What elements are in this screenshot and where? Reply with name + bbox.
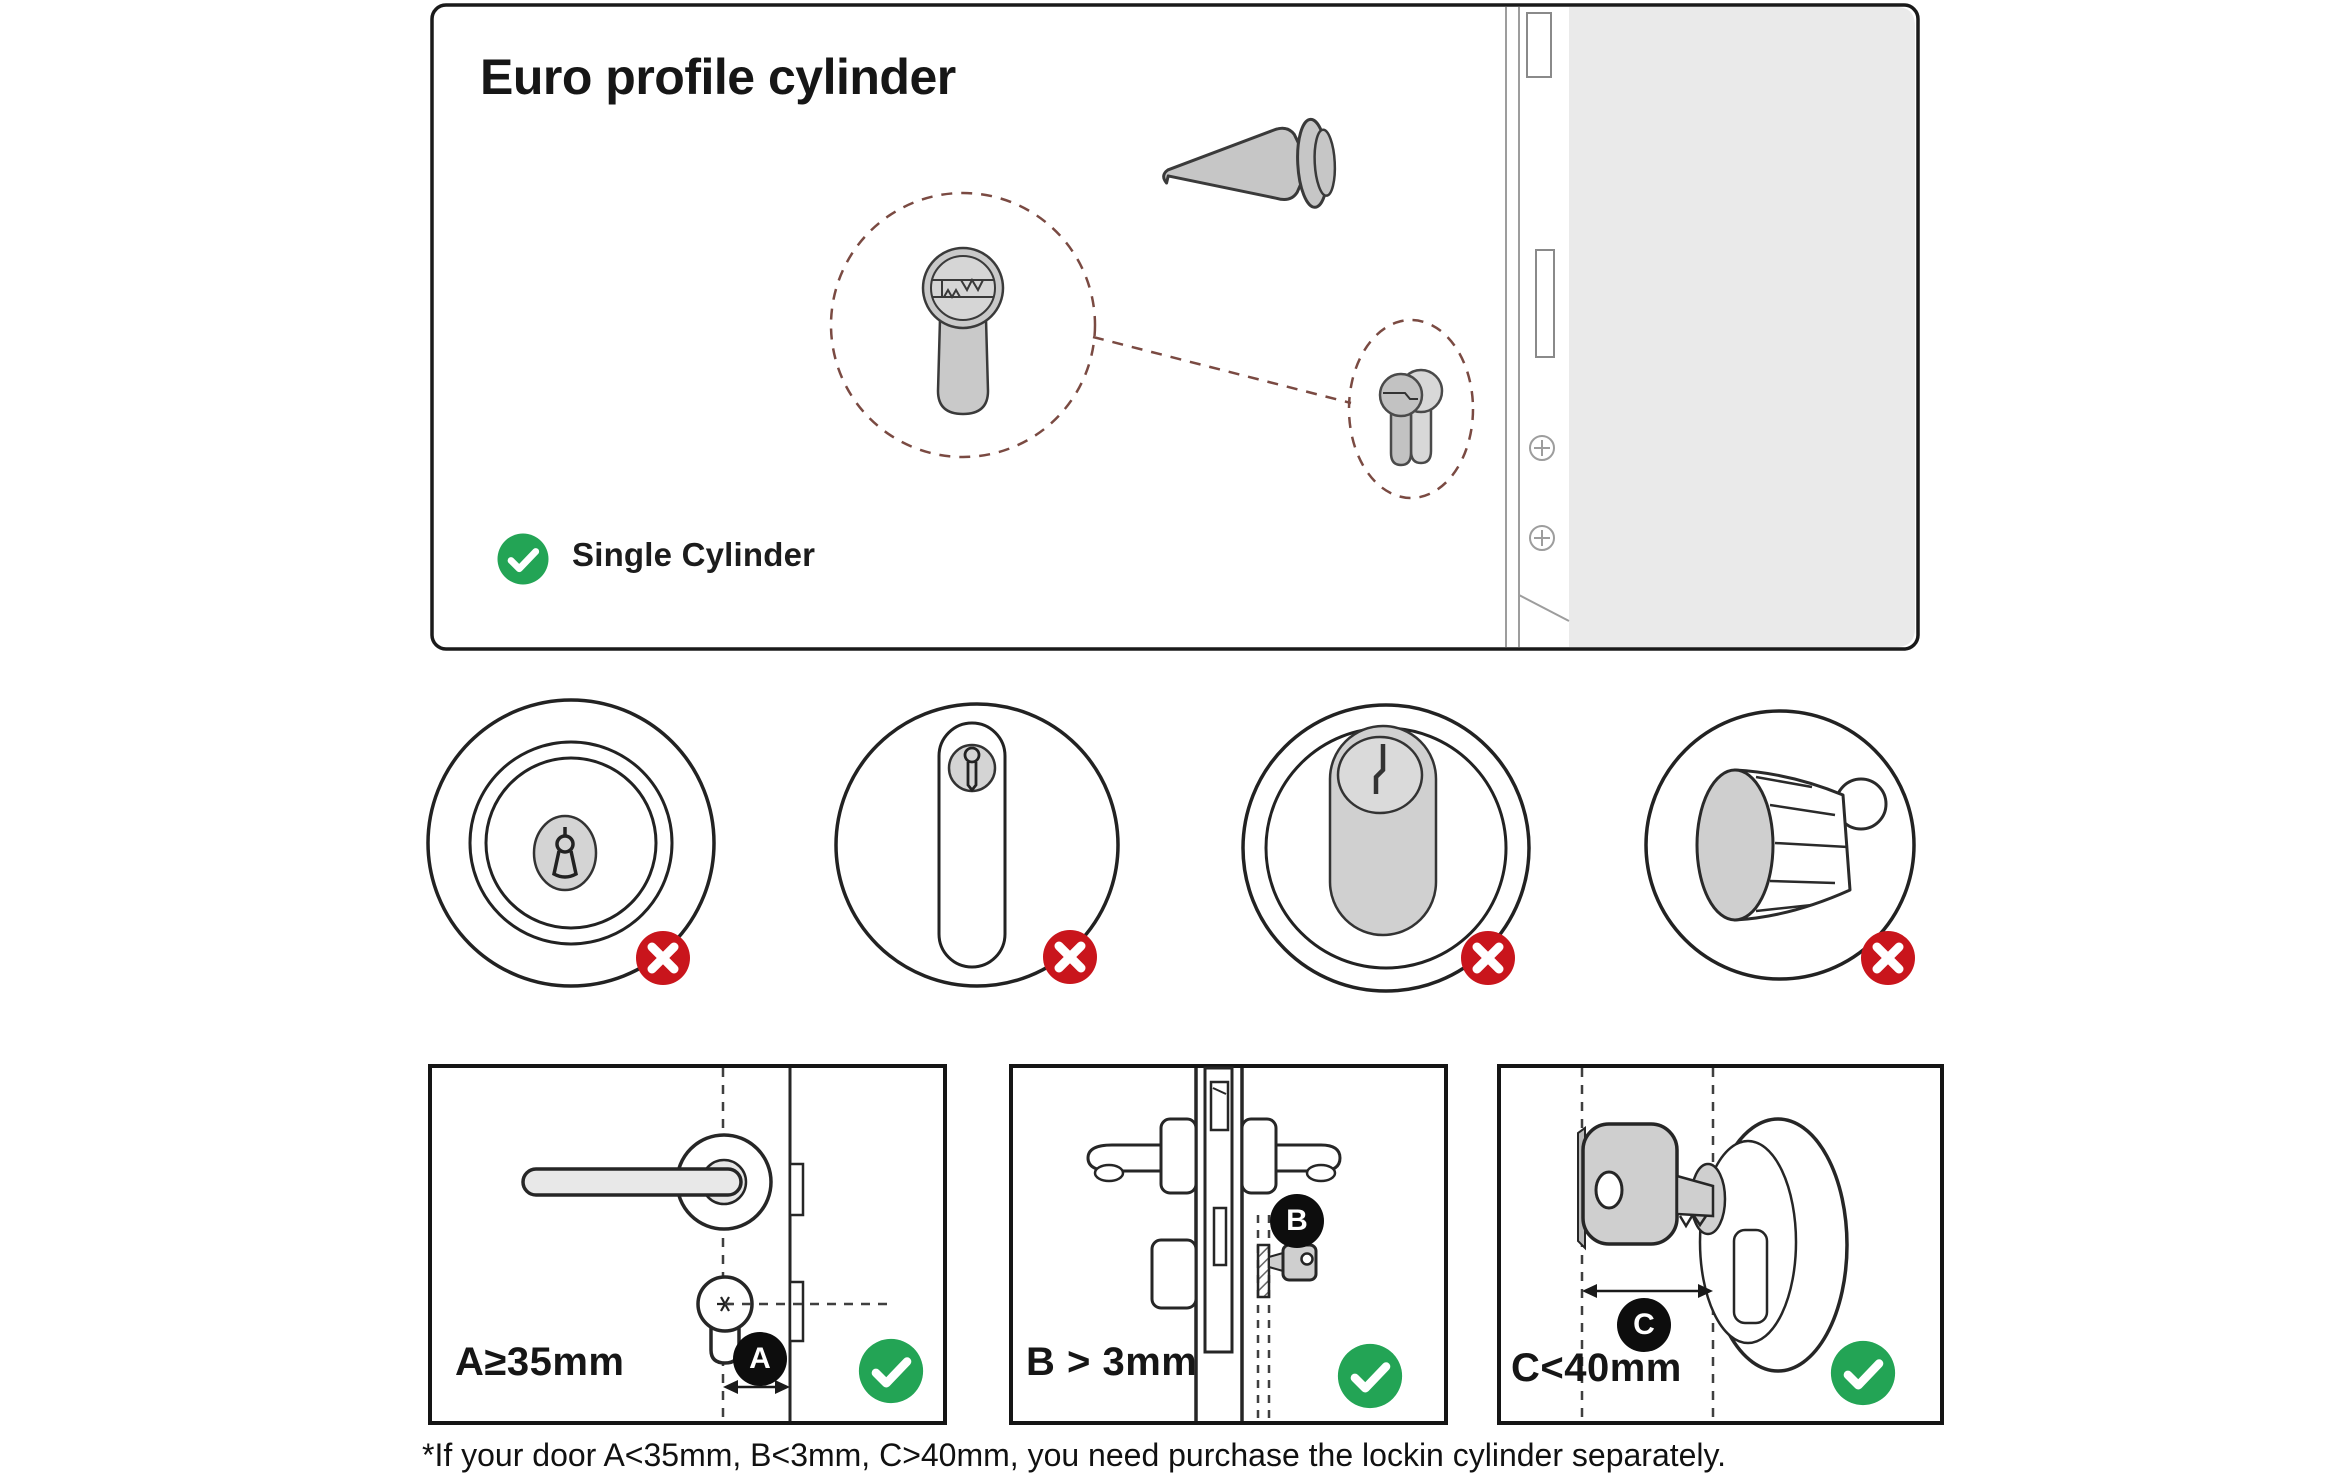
mini-dashed-ellipse	[1347, 318, 1475, 500]
label-c: C<40mm	[1511, 1346, 1682, 1390]
keyway-slot	[1373, 744, 1386, 794]
incompatible-lock-thumbturn-knob	[1644, 709, 1916, 985]
label-b: B > 3mm	[1026, 1340, 1198, 1384]
door-handle-illustration	[521, 1133, 773, 1231]
compatible-type-label: Single Cylinder	[572, 536, 816, 573]
badge-b: B	[1270, 1194, 1324, 1248]
measurement-panel-c	[1497, 1064, 1944, 1425]
key-glyph-icon	[963, 746, 981, 793]
mini-cylinder-illustration	[1378, 368, 1444, 467]
cylinder-protrusion	[1256, 1243, 1271, 1299]
error-x-icon	[636, 931, 690, 985]
success-check-icon	[1337, 1343, 1403, 1409]
lever-handles-illustration	[1086, 1117, 1342, 1310]
callout-line	[1092, 335, 1352, 405]
incompatible-lock-oval-rosette	[834, 702, 1120, 988]
error-x-icon	[1043, 930, 1097, 984]
door-face	[1569, 7, 1915, 647]
door-edge-illustration	[1505, 7, 1570, 647]
error-x-icon	[1461, 931, 1515, 985]
euro-cylinder-illustration	[921, 246, 1005, 416]
success-check-icon	[497, 533, 549, 585]
label-a: A≥35mm	[455, 1340, 625, 1384]
page-title: Euro profile cylinder	[480, 49, 956, 105]
badge-c: C	[1617, 1298, 1671, 1352]
incompatible-lock-round-deadbolt	[426, 698, 716, 988]
error-x-icon	[1861, 931, 1915, 985]
measurement-panel-a	[428, 1064, 947, 1425]
keyhole-circle	[947, 743, 997, 793]
badge-a: A	[733, 1332, 787, 1386]
magnifier-dashed-circle	[829, 191, 1097, 459]
thumbturn-illustration	[1162, 117, 1337, 209]
success-check-icon	[858, 1338, 924, 1404]
top-panel	[430, 3, 1920, 651]
footer-note: *If your door A<35mm, B<3mm, C>40mm, you…	[422, 1437, 1727, 1473]
success-check-icon	[1830, 1340, 1896, 1406]
keyhole-glyph-icon	[552, 827, 578, 879]
measure-arrow-c	[1582, 1284, 1713, 1298]
key-3d-illustration	[1577, 1122, 1715, 1251]
knob-3d-icon	[1695, 768, 1888, 922]
measure-arrow-a	[723, 1380, 790, 1394]
top-panel-border	[430, 3, 1920, 651]
incompatible-lock-flush-cylinder	[1241, 703, 1531, 993]
